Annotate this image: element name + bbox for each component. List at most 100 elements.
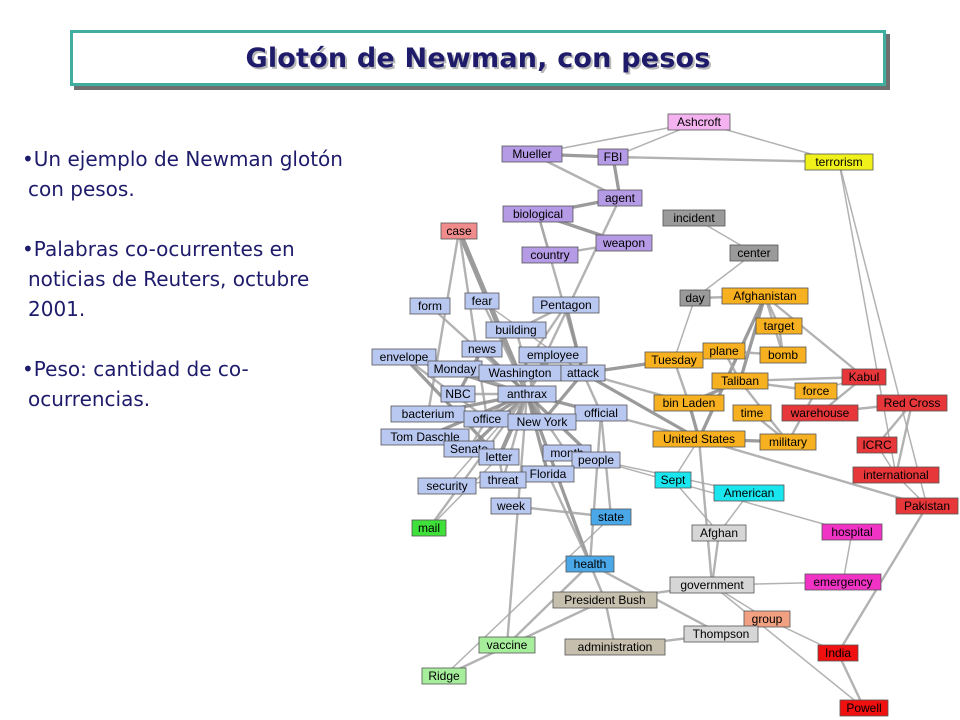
node-box <box>654 471 692 489</box>
node-fbi: FBI <box>597 148 629 166</box>
node-force: force <box>794 382 838 400</box>
node-box <box>669 576 755 594</box>
node-official: official <box>574 404 628 422</box>
node-box <box>502 205 574 223</box>
node-terrorism: terrorism <box>804 153 874 171</box>
node-ashcroft: Ashcroft <box>667 113 731 131</box>
network-edge <box>838 161 897 476</box>
network-edge <box>836 652 866 709</box>
network-edge <box>698 437 928 508</box>
node-government: government <box>669 576 755 594</box>
node-box <box>521 246 579 264</box>
node-emergency: emergency <box>804 573 882 591</box>
bullet-text: Peso: cantidad de co-ocurrencias. <box>28 357 249 411</box>
node-new-york: New York <box>507 413 577 431</box>
slide-title: Glotón de Newman, con pesos <box>245 42 711 74</box>
node-building: building <box>485 321 547 339</box>
node-administration: administration <box>564 638 666 656</box>
node-form: form <box>409 297 451 315</box>
node-tuesday: Tuesday <box>644 351 704 369</box>
node-box <box>759 346 807 364</box>
node-security: security <box>417 477 477 495</box>
network-edge <box>711 584 865 709</box>
network-edge <box>836 505 929 654</box>
node-icrc: ICRC <box>856 436 898 454</box>
node-box <box>721 287 809 305</box>
bullet-item: •Peso: cantidad de co-ocurrencias. <box>22 354 367 414</box>
network-edge <box>426 230 461 415</box>
node-red-cross: Red Cross <box>876 394 948 412</box>
node-box <box>794 382 838 400</box>
node-box <box>574 404 628 422</box>
node-incident: incident <box>662 209 726 227</box>
node-box <box>440 222 478 240</box>
bullet-list: •Un ejemplo de Newman glotón con pesos. … <box>22 144 367 444</box>
node-plane: plane <box>702 342 746 360</box>
node-pentagon: Pentagon <box>532 296 600 314</box>
node-box <box>595 234 653 252</box>
network-edge <box>582 371 700 441</box>
node-box <box>817 644 859 662</box>
node-box <box>839 699 889 717</box>
node-washington: Washington <box>478 364 562 382</box>
network-edge <box>588 412 603 565</box>
node-box <box>478 636 536 654</box>
network-edge <box>838 161 928 507</box>
node-attack: attack <box>560 364 606 382</box>
node-box <box>895 497 959 515</box>
node-vaccine: vaccine <box>478 636 536 654</box>
node-box <box>755 317 803 335</box>
node-box <box>571 451 621 469</box>
node-box <box>552 591 658 609</box>
node-military: military <box>759 433 817 451</box>
node-box <box>667 113 731 131</box>
node-box <box>781 404 859 422</box>
node-bomb: bomb <box>759 346 807 364</box>
node-american: American <box>713 484 785 502</box>
node-box <box>804 573 882 591</box>
node-box <box>417 477 477 495</box>
node-box <box>683 625 759 643</box>
bullet-item: •Un ejemplo de Newman glotón con pesos. <box>22 144 367 204</box>
node-mueller: Mueller <box>501 145 563 163</box>
network-edge <box>894 402 914 476</box>
node-week: week <box>490 497 532 515</box>
node-case: case <box>440 222 478 240</box>
node-thompson: Thompson <box>683 625 759 643</box>
node-bin-laden: bin Laden <box>653 394 725 412</box>
node-weapon: weapon <box>595 234 653 252</box>
node-box <box>713 484 785 502</box>
network-edge <box>673 297 696 361</box>
node-fear: fear <box>464 292 500 310</box>
node-country: country <box>521 246 579 264</box>
node-box <box>876 394 948 412</box>
node-box <box>421 667 467 685</box>
network-edge <box>710 532 721 586</box>
node-box <box>478 448 520 466</box>
node-box <box>597 148 629 166</box>
node-box <box>729 244 779 262</box>
node-box <box>856 436 898 454</box>
node-people: people <box>571 451 621 469</box>
node-kabul: Kabul <box>841 368 887 386</box>
node-box <box>841 368 887 386</box>
node-afghanistan: Afghanistan <box>721 287 809 305</box>
node-box <box>371 348 437 366</box>
node-box <box>463 410 511 428</box>
network-edge <box>443 516 612 677</box>
node-box <box>702 342 746 360</box>
node-day: day <box>679 289 711 307</box>
node-box <box>411 519 447 537</box>
node-box <box>743 610 791 628</box>
node-box <box>804 153 874 171</box>
node-box <box>679 289 711 307</box>
node-envelope: envelope <box>371 348 437 366</box>
node-box <box>479 471 527 489</box>
node-box <box>565 555 615 573</box>
node-group: group <box>743 610 791 628</box>
node-news: news <box>461 340 503 358</box>
node-pakistan: Pakistan <box>895 497 959 515</box>
bullet-dot: • <box>22 357 34 381</box>
